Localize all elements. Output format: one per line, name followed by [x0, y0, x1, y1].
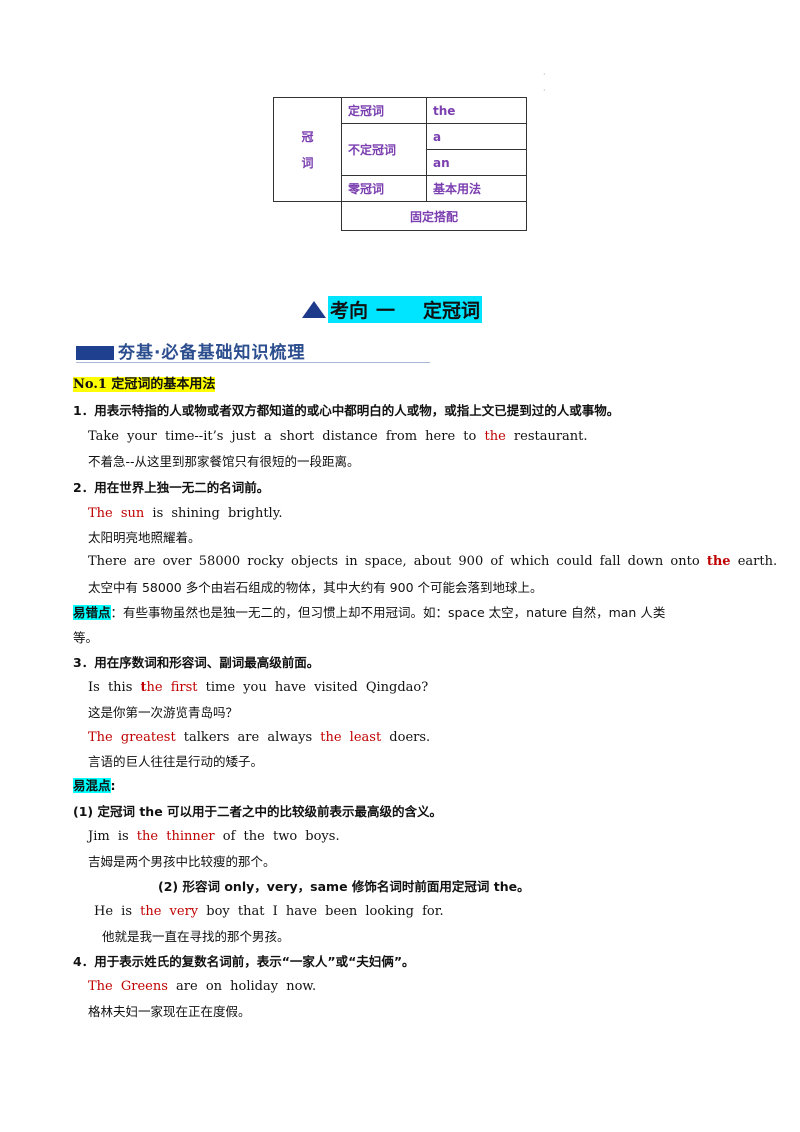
confuse-example1: Jim is the thinner of the two boys. — [88, 828, 340, 846]
rule2-translation1: 太阳明亮地照耀着。 — [88, 530, 201, 545]
example-text: doers. — [381, 730, 431, 745]
confuse-translation2: 他就是我一直在寻找的那个男孩。 — [102, 929, 290, 944]
confuse-point2: (2) 形容词 only，very，same 修饰名词时前面用定冠词 the。 — [158, 879, 530, 894]
category-cell: 冠词 — [273, 97, 342, 202]
rule4-translation: 格林夫妇一家现在正在度假。 — [88, 1004, 251, 1019]
article-highlight: he first — [146, 680, 198, 695]
pitfall-note: 易错点：有些事物虽然也是独一无二的，但习惯上却不用冠词。如：space 太空，n… — [73, 604, 665, 622]
example-text: There are over 58000 rocky objects in sp… — [88, 554, 707, 569]
rule3-translation2: 言语的巨人往往是行动的矮子。 — [88, 754, 264, 769]
stray-dot: · — [543, 70, 546, 79]
indefinite-type: 不定冠词 — [341, 123, 427, 176]
confuse-translation1: 吉姆是两个男孩中比较瘦的那个。 — [88, 854, 276, 869]
rule4-heading: 4．用于表示姓氏的复数名词前，表示“一家人”或“夫妇俩”。 — [73, 954, 415, 969]
category-label: 冠词 — [301, 129, 314, 170]
main-heading-label: 考向一 定冠词 — [328, 295, 483, 323]
pitfall-label: 易错点 — [73, 605, 111, 620]
no1-title: No.1 定冠词的基本用法 — [73, 377, 216, 392]
main-heading: 考向一 定冠词 — [302, 295, 483, 323]
definite-type: 定冠词 — [341, 97, 427, 124]
subsection-title: No.1 定冠词的基本用法 — [73, 376, 216, 394]
banner-underline — [76, 362, 430, 363]
banner-text: 夯基·必备基础知识梳理 — [118, 343, 306, 363]
rule1-example: Take your time--it’s just a short distan… — [88, 428, 588, 446]
confuse-label-line: 易混点: — [73, 777, 116, 795]
rule1-translation: 不着急--从这里到那家餐馆只有很短的一段距离。 — [88, 454, 360, 469]
section-banner: 夯基·必备基础知识梳理 — [74, 338, 430, 366]
indefinite-form-a: a — [426, 123, 527, 150]
rule2-heading: 2．用在世界上独一无二的名词前。 — [73, 480, 270, 495]
rule3-heading: 3．用在序数词和形容词、副词最高级前面。 — [73, 655, 320, 670]
zero-type: 零冠词 — [341, 175, 427, 202]
confuse-example2: He is the very boy that I have been look… — [94, 903, 444, 921]
article-overview-table: 冠词 定冠词 the 不定冠词 a an 零冠词 基本用法 固定搭配 — [273, 97, 527, 231]
example-text: Jim is — [88, 829, 137, 844]
article-highlight: The sun — [88, 506, 145, 521]
rule3-translation1: 这是你第一次游览青岛吗？ — [88, 705, 239, 720]
example-text: Take your time--it’s just a short distan… — [88, 429, 485, 444]
example-text: are on holiday now. — [167, 979, 317, 994]
rule3-example1: Is this the first time you have visited … — [88, 679, 428, 697]
triangle-icon — [302, 300, 326, 318]
example-text: restaurant. — [505, 429, 588, 444]
heading-part-b: 一 — [376, 299, 396, 322]
stray-dot: · — [543, 86, 546, 95]
example-text: earth. — [730, 554, 778, 569]
heading-part-c: 定冠词 — [423, 299, 481, 322]
example-text: talkers are always — [175, 730, 321, 745]
rule4-example: The Greens are on holiday now. — [88, 978, 316, 996]
zero-form: 基本用法 — [426, 175, 527, 202]
rule2-example2: There are over 58000 rocky objects in sp… — [88, 553, 777, 571]
example-text: Is this — [88, 680, 141, 695]
example-text: is shining brightly. — [144, 506, 283, 521]
rule3-example2: The greatest talkers are always the leas… — [88, 729, 430, 747]
empty-cell — [274, 202, 342, 231]
pitfall-text: ：有些事物虽然也是独一无二的，但习惯上却不用冠词。如：space 太空，natu… — [110, 605, 666, 620]
confuse-colon: : — [110, 778, 116, 793]
heading-part-a: 考向 — [330, 299, 369, 322]
article-highlight: t — [140, 680, 147, 695]
rule2-translation2: 太空中有 58000 多个由岩石组成的物体，其中大约有 900 个可能会落到地球… — [88, 580, 543, 595]
example-text: boy that I have been looking for. — [198, 904, 444, 919]
rule1-heading: 1．用表示特指的人或物或者双方都知道的或心中都明白的人或物，或指上文已提到过的人… — [73, 403, 620, 418]
confuse-label: 易混点 — [73, 778, 111, 793]
pitfall-note-cont: 等。 — [73, 630, 99, 645]
article-highlight: the very — [140, 904, 199, 919]
article-highlight: the — [706, 554, 731, 569]
rule2-example1: The sun is shining brightly. — [88, 505, 282, 523]
article-highlight: the — [484, 429, 506, 444]
article-highlight: the thinner — [136, 829, 215, 844]
definite-form: the — [426, 97, 527, 124]
example-text: time you have visited Qingdao? — [197, 680, 429, 695]
article-highlight: The Greens — [88, 979, 168, 994]
example-text: of the two boys. — [214, 829, 340, 844]
banner-bar — [76, 346, 114, 360]
article-highlight: The greatest — [88, 730, 176, 745]
example-text: He is — [94, 904, 141, 919]
article-highlight: the least — [320, 730, 382, 745]
fixed-phrase-cell: 固定搭配 — [341, 201, 527, 231]
confuse-point1: (1) 定冠词 the 可以用于二者之中的比较级前表示最高级的含义。 — [73, 804, 443, 819]
indefinite-form-an: an — [426, 149, 527, 176]
